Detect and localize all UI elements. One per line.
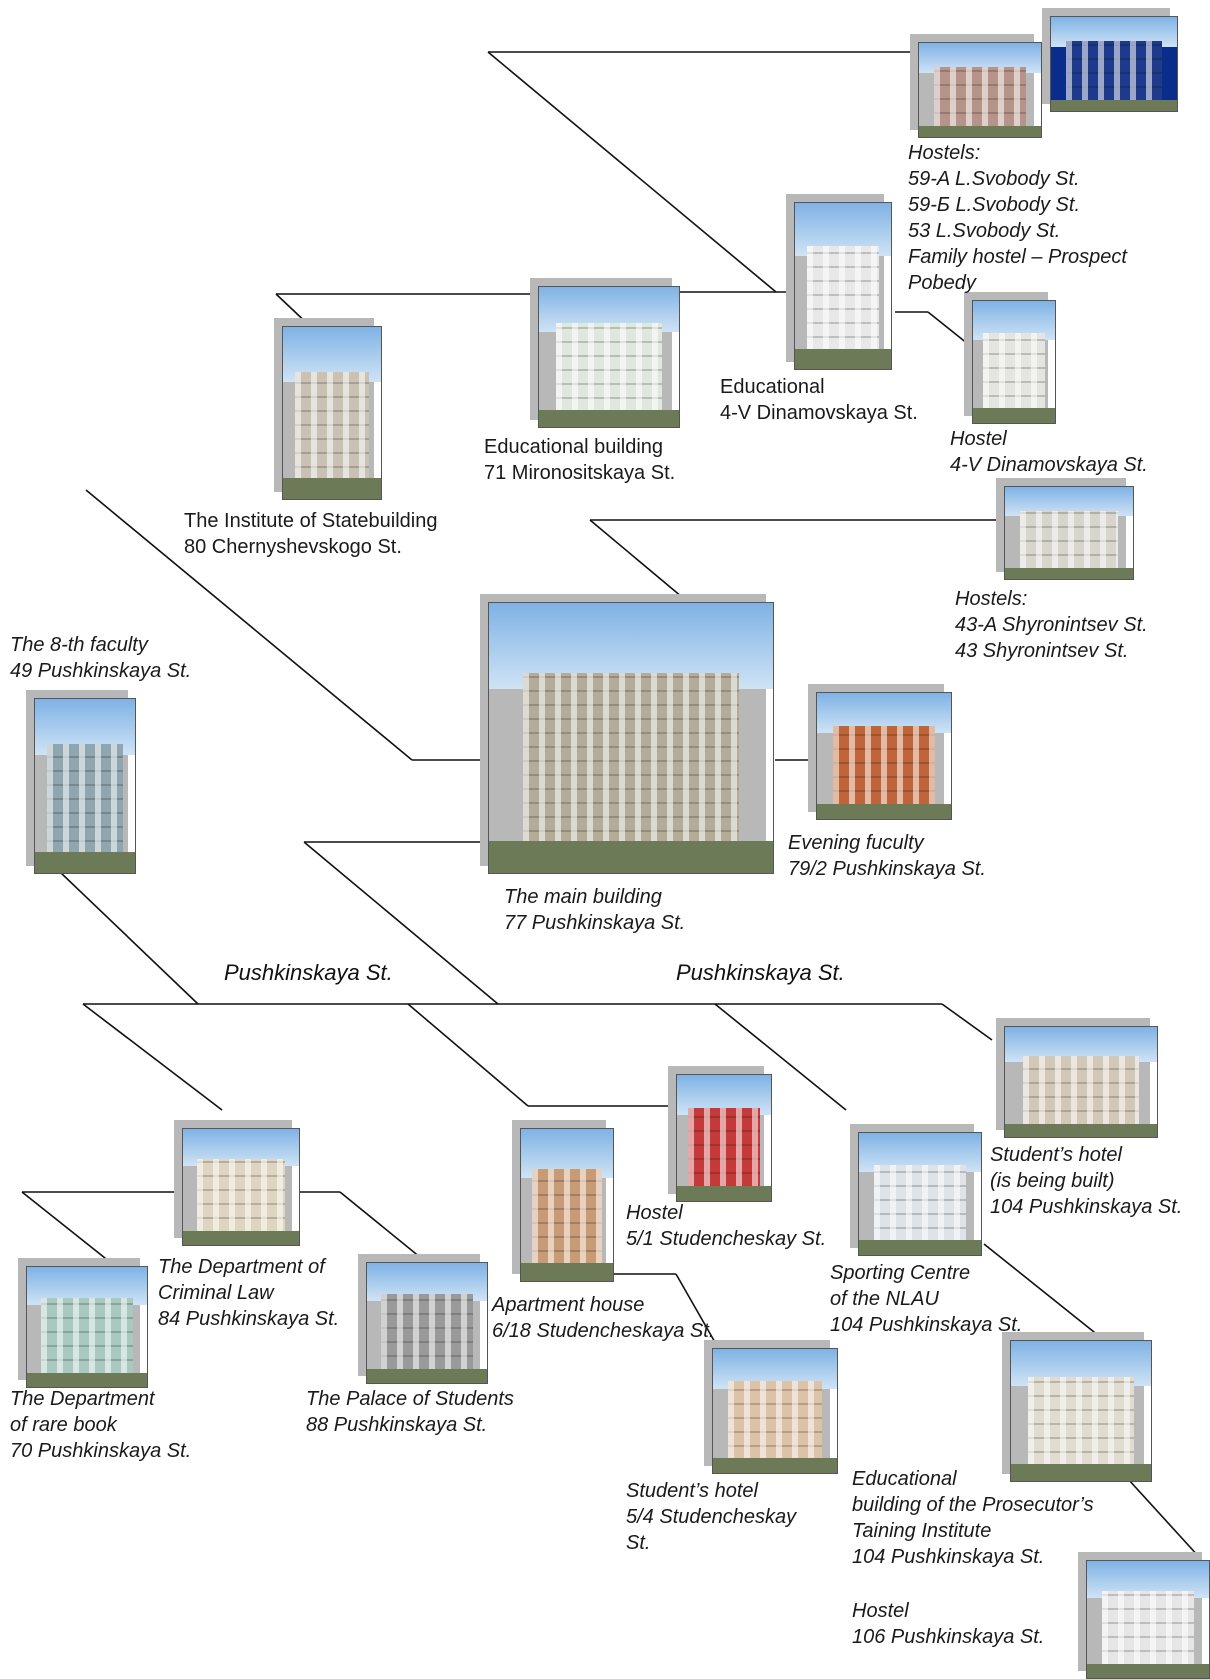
label-line: 104 Pushkinskaya St. — [830, 1314, 1023, 1336]
photo-students-hotel-104 — [996, 1018, 1158, 1138]
label-line: 88 Pushkinskaya St. — [306, 1414, 488, 1436]
label-line: 5/4 Studencheskay — [626, 1506, 797, 1528]
label-line: 80 Chernyshevskogo St. — [184, 536, 402, 558]
label-hostel-106: Hostel 106 Pushkinskaya St. — [852, 1598, 1044, 1650]
label-students-hotel-studencheskay: Student’s hotel 5/4 Studencheskay St. — [626, 1478, 796, 1556]
label-line: Student’s hotel — [990, 1144, 1122, 1166]
label-line: Educational — [720, 376, 825, 398]
label-line: The main building — [504, 886, 662, 908]
label-line: 104 Pushkinskaya St. — [990, 1196, 1183, 1218]
street-label-left: Pushkinskaya St. — [224, 960, 393, 985]
photo-educational-mironositskaya — [530, 278, 680, 428]
label-line: 5/1 Studencheskay St. — [626, 1228, 827, 1250]
label-educational-dinamovskaya: Educational 4-V Dinamovskaya St. — [720, 374, 918, 426]
label-line: The Institute of Statebuilding — [184, 510, 438, 532]
street-label-right: Pushkinskaya St. — [676, 960, 845, 985]
label-apartment-house: Apartment house 6/18 Studencheskaya St. — [492, 1292, 714, 1344]
label-line: The 8-th faculty — [10, 634, 148, 656]
label-line: 84 Pushkinskaya St. — [158, 1308, 340, 1330]
label-line: Educational building — [484, 436, 664, 458]
label-hostels-shyronintsev: Hostels: 43-A Shyronintsev St. 43 Shyron… — [955, 586, 1148, 664]
label-line: building of the Prosecutor’s — [852, 1494, 1094, 1516]
photo-eighth-faculty — [26, 690, 136, 874]
photo-apartment-house — [512, 1120, 614, 1282]
label-line: of the NLAU — [830, 1288, 939, 1310]
photo-hostels-shyronintsev — [996, 478, 1134, 580]
label-palace-students: The Palace of Students 88 Pushkinskaya S… — [306, 1386, 514, 1438]
photo-hostel-studencheskay — [668, 1066, 772, 1202]
label-line: Taining Institute — [852, 1520, 992, 1542]
label-line: 53 L.Svobody St. — [908, 220, 1061, 242]
photo-hostel-svobody-2 — [1042, 8, 1178, 112]
label-line: 71 Mironositskaya St. — [484, 462, 676, 484]
label-line: Sporting Centre — [830, 1262, 971, 1284]
photo-hostel-svobody-1 — [910, 34, 1042, 138]
label-line: Hostels: — [908, 142, 981, 164]
label-line: 4-V Dinamovskaya St. — [950, 454, 1148, 476]
label-line: 106 Pushkinskaya St. — [852, 1626, 1045, 1648]
label-line: The Palace of Students — [306, 1388, 514, 1410]
label-students-hotel-104: Student’s hotel (is being built) 104 Pus… — [990, 1142, 1182, 1220]
photo-main-building — [480, 594, 774, 874]
label-dept-rare-book: The Department of rare book 70 Pushkinsk… — [10, 1386, 191, 1464]
label-line: of rare book — [10, 1414, 117, 1436]
label-line: 79/2 Pushkinskaya St. — [788, 858, 986, 880]
label-hostels-svobody: Hostels: 59-A L.Svobody St. 59-Б L.Svobo… — [908, 140, 1127, 296]
label-eighth-faculty: The 8-th faculty 49 Pushkinskaya St. — [10, 632, 191, 684]
label-line: Hostel — [852, 1600, 909, 1622]
label-line: The Department of — [158, 1256, 325, 1278]
photo-dept-criminal-law — [174, 1120, 300, 1246]
photo-palace-students — [358, 1254, 488, 1384]
label-dept-criminal-law: The Department of Criminal Law 84 Pushki… — [158, 1254, 339, 1332]
label-line: 43-A Shyronintsev St. — [955, 614, 1148, 636]
label-line: Educational — [852, 1468, 957, 1490]
label-institute-statebuilding: The Institute of Statebuilding 80 Cherny… — [184, 508, 438, 560]
label-hostel-dinamovskaya: Hostel 4-V Dinamovskaya St. — [950, 426, 1148, 478]
label-line: Student’s hotel — [626, 1480, 758, 1502]
label-line: Evening fuculty — [788, 832, 924, 854]
label-line: 4-V Dinamovskaya St. — [720, 402, 918, 424]
label-line: 6/18 Studencheskaya St. — [492, 1320, 715, 1342]
label-line: Hostel — [950, 428, 1007, 450]
label-line: 59-A L.Svobody St. — [908, 168, 1080, 190]
label-sporting-centre: Sporting Centre of the NLAU 104 Pushkins… — [830, 1260, 1022, 1338]
photo-hostel-dinamovskaya — [964, 292, 1056, 424]
label-evening-faculty: Evening fuculty 79/2 Pushkinskaya St. — [788, 830, 986, 882]
label-line: Hostel — [626, 1202, 683, 1224]
photo-students-hotel-studencheskay — [704, 1340, 838, 1474]
label-line: Apartment house — [492, 1294, 645, 1316]
label-line: Criminal Law — [158, 1282, 274, 1304]
label-line: St. — [626, 1532, 651, 1554]
label-line: Family hostel – Prospect — [908, 246, 1127, 268]
photo-institute-statebuilding — [274, 318, 382, 500]
photo-dept-rare-book — [18, 1258, 148, 1388]
photo-hostel-106 — [1078, 1552, 1210, 1679]
label-line: 77 Pushkinskaya St. — [504, 912, 686, 934]
label-line: (is being built) — [990, 1170, 1115, 1192]
label-line: 70 Pushkinskaya St. — [10, 1440, 192, 1462]
photo-prosecutor-institute — [1002, 1332, 1152, 1482]
photo-educational-dinamovskaya — [786, 194, 892, 370]
label-hostel-studencheskay: Hostel 5/1 Studencheskay St. — [626, 1200, 826, 1252]
label-line: The Department — [10, 1388, 155, 1410]
label-line: Hostels: — [955, 588, 1028, 610]
label-line: 59-Б L.Svobody St. — [908, 194, 1081, 216]
label-line: Pobedy — [908, 272, 976, 294]
photo-evening-faculty — [808, 684, 952, 820]
label-prosecutor-institute: Educational building of the Prosecutor’s… — [852, 1466, 1094, 1570]
label-line: 49 Pushkinskaya St. — [10, 660, 192, 682]
label-educational-mironositskaya: Educational building 71 Mironositskaya S… — [484, 434, 675, 486]
label-line: 104 Pushkinskaya St. — [852, 1546, 1045, 1568]
label-main-building: The main building 77 Pushkinskaya St. — [504, 884, 685, 936]
photo-sporting-centre — [850, 1124, 982, 1256]
label-line: 43 Shyronintsev St. — [955, 640, 1129, 662]
